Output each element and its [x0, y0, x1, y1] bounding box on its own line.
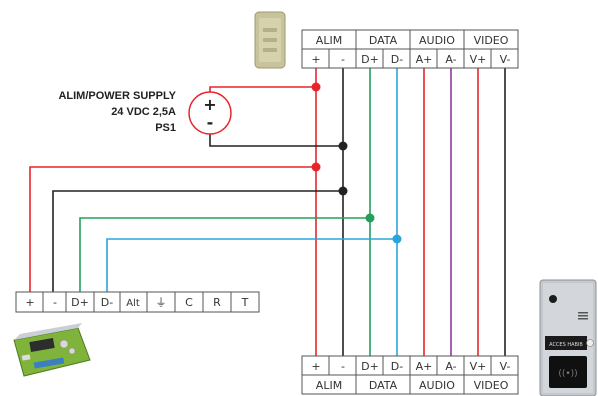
- top-pin: V+: [470, 53, 487, 66]
- bottom-group-video: VIDEO: [474, 379, 509, 392]
- top-pin: V-: [500, 53, 511, 66]
- bottom-pin: D+: [361, 360, 379, 373]
- bottom-group-data: DATA: [369, 379, 398, 392]
- psu-label-line1: ALIM/POWER SUPPLY: [58, 90, 176, 102]
- wires: [29, 68, 506, 356]
- top-pin: -: [341, 53, 345, 66]
- controller-board-image: [13, 323, 91, 377]
- controller-pin: C: [185, 296, 193, 309]
- top-group-alim: ALIM: [316, 34, 342, 47]
- call-button-icon: [586, 339, 594, 347]
- controller-pin: R: [213, 296, 221, 309]
- speaker-icon: [578, 312, 588, 320]
- controller-pin: T: [241, 296, 249, 309]
- bottom-group-alim: ALIM: [316, 379, 342, 392]
- bottom-pin: V-: [500, 360, 511, 373]
- top-pin: D-: [391, 53, 403, 66]
- bottom-group-audio: AUDIO: [419, 379, 455, 392]
- bottom-pin: -: [341, 360, 345, 373]
- terminal-block-bottom: [301, 355, 519, 395]
- controller-pin: +: [25, 296, 34, 309]
- psu-label-line3: PS1: [155, 122, 176, 134]
- junction-dot: [338, 141, 348, 151]
- psu-minus-sign: -: [207, 113, 214, 132]
- junction-dot: [365, 213, 375, 223]
- top-group-labels: ALIM DATA AUDIO VIDEO: [316, 34, 509, 47]
- power-supply: + -: [188, 91, 232, 135]
- controller-pin-ground: ⏚: [156, 296, 167, 309]
- camera-icon: [549, 295, 557, 303]
- controller-pin: D+: [71, 296, 89, 309]
- junction-dot: [311, 82, 321, 92]
- top-group-data: DATA: [369, 34, 398, 47]
- bottom-pin-labels: + - D+ D- A+ A- V+ V-: [311, 360, 510, 373]
- bottom-pin: V+: [470, 360, 487, 373]
- controller-terminal-block: [15, 291, 260, 313]
- controller-pin: Alt: [126, 298, 140, 309]
- top-pin: A+: [416, 53, 433, 66]
- bottom-pin: +: [311, 360, 320, 373]
- power-supply-symbol: [188, 91, 232, 135]
- power-module-image: [254, 11, 286, 69]
- power-supply-label: ALIM/POWER SUPPLY 24 VDC 2,5A PS1: [58, 90, 176, 134]
- top-pin: A-: [445, 53, 456, 66]
- intercom-panel-image: ACCES HABIB ((•)): [539, 279, 597, 396]
- junctions: [311, 82, 402, 244]
- junction-dot: [338, 186, 348, 196]
- junction-dot: [392, 234, 402, 244]
- wire-psu-minus: [209, 126, 343, 147]
- controller-pin: D-: [101, 296, 113, 309]
- top-pin-labels: + - D+ D- A+ A- V+ V-: [311, 53, 510, 66]
- wire-ctrl-plus: [29, 166, 316, 292]
- top-pin: D+: [361, 53, 379, 66]
- wire-psu-plus: [209, 86, 316, 100]
- bottom-pin: D-: [391, 360, 403, 373]
- psu-label-line2: 24 VDC 2,5A: [111, 106, 176, 118]
- panel-badge: ACCES HABIB: [549, 342, 583, 348]
- rfid-reader-icon: ((•)): [558, 369, 577, 379]
- wire-ctrl-dplus: [79, 217, 370, 292]
- controller-pin: -: [53, 296, 57, 309]
- controller-pin-labels: + - D+ D- Alt ⏚ C R T: [25, 296, 248, 309]
- wire-ctrl-minus: [52, 190, 343, 292]
- bottom-group-labels: ALIM DATA AUDIO VIDEO: [316, 379, 509, 392]
- top-pin: +: [311, 53, 320, 66]
- bottom-pin: A+: [416, 360, 433, 373]
- top-group-video: VIDEO: [474, 34, 509, 47]
- top-group-audio: AUDIO: [419, 34, 455, 47]
- terminal-block-top: [301, 29, 519, 69]
- psu-plus-sign: +: [203, 95, 216, 114]
- bottom-pin: A-: [445, 360, 456, 373]
- junction-dot: [311, 162, 321, 172]
- wire-ctrl-dminus: [106, 238, 397, 292]
